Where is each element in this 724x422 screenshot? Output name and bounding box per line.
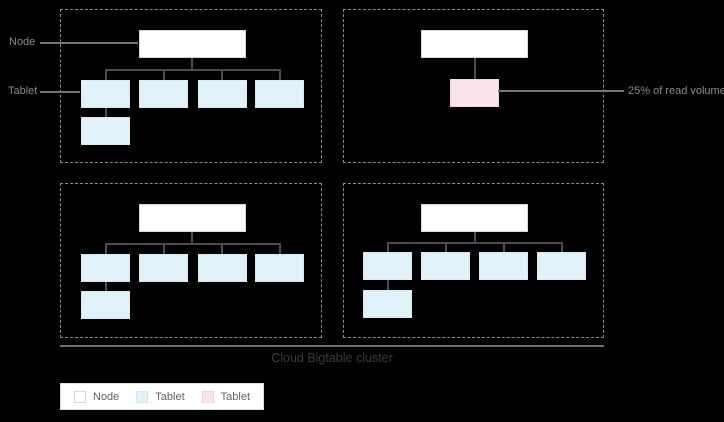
node-group-4 xyxy=(343,183,604,338)
connector-line xyxy=(191,58,193,69)
read-volume-pointer-line xyxy=(498,90,624,92)
legend: Node Tablet Tablet xyxy=(60,383,265,410)
node-label: Node xyxy=(9,36,36,48)
cluster-caption: Cloud Bigtable cluster xyxy=(271,351,393,365)
tablet-box xyxy=(255,80,304,108)
tablet-label: Tablet xyxy=(8,85,38,97)
connector-line xyxy=(105,243,107,254)
connector-line xyxy=(503,242,505,252)
legend-item-hot-tablet: Tablet xyxy=(201,390,251,403)
connector-line xyxy=(561,242,563,252)
tablet-box xyxy=(363,290,412,318)
connector-line xyxy=(163,243,165,254)
tablet-box xyxy=(421,252,470,280)
connector-line xyxy=(387,242,389,252)
node-group-2 xyxy=(343,9,604,163)
connector-line xyxy=(105,243,281,245)
legend-item-tablet: Tablet xyxy=(136,390,185,403)
legend-label: Node xyxy=(93,390,120,403)
node-group-3 xyxy=(60,183,322,338)
connector-line xyxy=(105,282,107,291)
legend-label: Tablet xyxy=(220,390,251,403)
connector-line xyxy=(221,243,223,254)
connector-line xyxy=(163,69,165,80)
node-box xyxy=(139,204,246,232)
tablet-box xyxy=(363,252,412,280)
tablet-pointer-line xyxy=(40,91,80,93)
read-volume-label: 25% of read volume xyxy=(628,85,724,97)
tablet-box xyxy=(198,254,247,282)
hot-tablet-swatch-icon xyxy=(201,390,214,403)
tablet-box xyxy=(198,80,247,108)
cluster-line xyxy=(60,345,604,347)
connector-line xyxy=(279,69,281,80)
connector-line xyxy=(105,69,107,80)
legend-item-node: Node xyxy=(74,390,120,403)
node-group-1 xyxy=(60,9,322,163)
tablet-box xyxy=(81,291,130,319)
node-swatch-icon xyxy=(74,390,86,403)
tablet-box xyxy=(537,252,586,280)
tablet-box xyxy=(81,117,130,145)
node-box xyxy=(421,30,528,58)
tablet-box xyxy=(479,252,528,280)
tablet-box xyxy=(139,80,188,108)
node-pointer-line xyxy=(40,42,138,44)
connector-line xyxy=(474,232,476,242)
hot-tablet-box xyxy=(450,79,499,107)
tablet-box xyxy=(81,80,130,108)
connector-line xyxy=(387,242,563,244)
connector-line xyxy=(279,243,281,254)
tablet-box xyxy=(81,254,130,282)
legend-label: Tablet xyxy=(155,390,185,403)
node-box xyxy=(421,204,528,232)
connector-line xyxy=(105,69,281,71)
node-box xyxy=(139,30,246,58)
tablet-box xyxy=(139,254,188,282)
tablet-swatch-icon xyxy=(136,390,149,403)
connector-line xyxy=(445,242,447,252)
connector-line xyxy=(105,108,107,117)
tablet-box xyxy=(255,254,304,282)
connector-line xyxy=(191,232,193,243)
connector-line xyxy=(474,58,476,79)
connector-line xyxy=(221,69,223,80)
connector-line xyxy=(387,280,389,290)
